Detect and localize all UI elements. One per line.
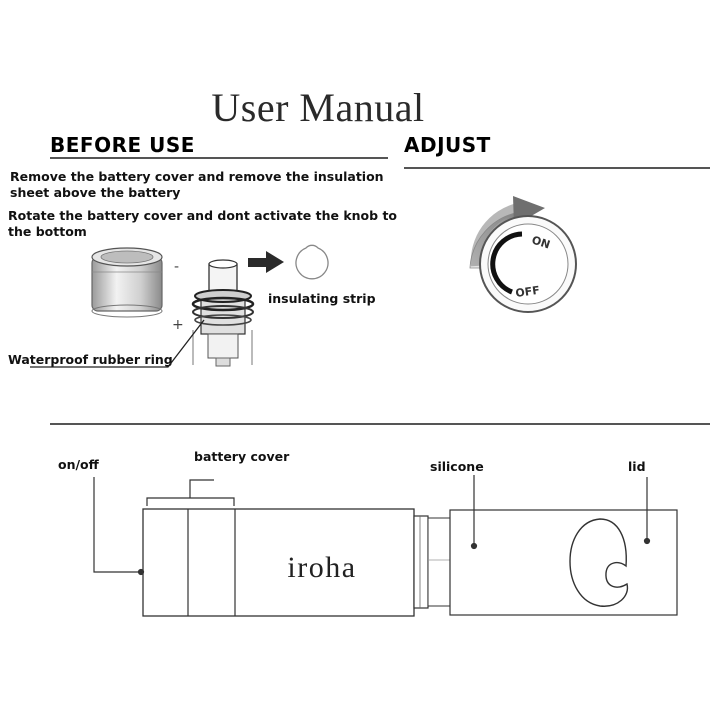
leader-on-off [93, 477, 143, 573]
label-on-off: on/off [58, 457, 99, 472]
label-lid: lid [628, 459, 646, 474]
device-body [142, 508, 415, 617]
instruction-step2: Rotate the battery cover and dont activa… [8, 208, 398, 239]
page-title: User Manual [211, 85, 425, 130]
instruction-step1: Remove the battery cover and remove the … [10, 169, 384, 200]
battery-cap-icon [91, 247, 163, 318]
brand-logo: iroha [287, 551, 356, 584]
polarity-plus: + [172, 317, 184, 333]
device-connector [413, 515, 451, 609]
dial-on-label: ON [530, 233, 552, 251]
section-adjust: ADJUST [404, 133, 491, 157]
label-silicone: silicone [430, 459, 484, 474]
divider-parts [50, 423, 710, 425]
leader-battery-cover [189, 479, 214, 498]
leader-on-off-dot [137, 568, 145, 576]
label-rubber-ring: Waterproof rubber ring [8, 352, 173, 367]
leader-rubber-ring [30, 319, 205, 368]
arrow-right-icon [248, 251, 284, 273]
bracket-battery-cover [146, 497, 235, 506]
leader-silicone-dot [470, 542, 478, 550]
battery-holder-icon [191, 259, 255, 367]
label-insulating-strip: insulating strip [268, 291, 376, 306]
label-battery-cover: battery cover [194, 449, 290, 464]
insulating-disc-icon [295, 244, 329, 280]
leader-lid-dot [643, 537, 651, 545]
dial-off-label: OFF [515, 284, 541, 300]
divider-before-use [50, 157, 388, 159]
polarity-minus: - [174, 259, 179, 275]
section-before-use: BEFORE USE [50, 133, 195, 157]
silicone-sleeve [449, 509, 678, 616]
divider-adjust [404, 167, 710, 169]
on-off-dial-icon [479, 215, 577, 313]
